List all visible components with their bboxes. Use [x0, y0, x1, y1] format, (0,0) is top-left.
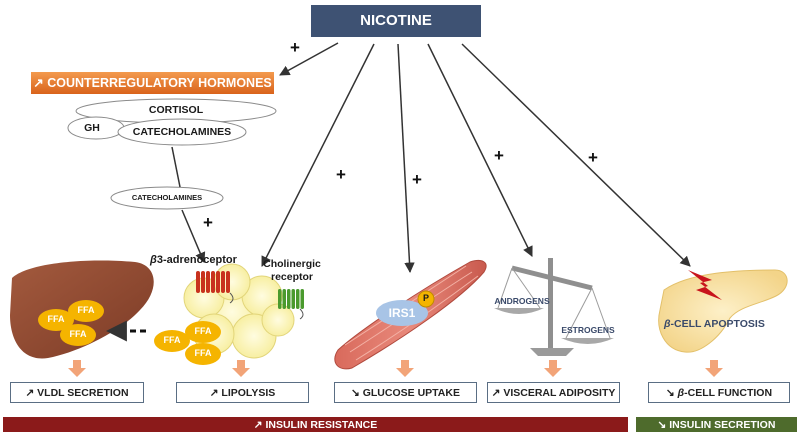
- ffa-liver-2: [68, 300, 104, 322]
- beta-function-greek: β: [677, 386, 685, 399]
- arrow-to-beta-receptor: [181, 209, 206, 263]
- down-arrow-visceral: [544, 360, 562, 377]
- ffa-adipose-1: [154, 330, 190, 352]
- phospho-label: P: [422, 293, 429, 303]
- arrow-to-pancreas: [461, 43, 691, 267]
- ffa-adipose-label-3: FFA: [194, 348, 212, 358]
- lightning-icon: [688, 270, 722, 300]
- balance-scale-image: [494, 258, 614, 356]
- gh-label: GH: [84, 122, 100, 134]
- beta3-greek: β: [150, 254, 157, 266]
- beta3-receptor-label: β3-adrenoceptor: [150, 254, 237, 266]
- nicotine-box: [311, 5, 481, 37]
- cortisol-label: CORTISOL: [148, 104, 204, 116]
- down-arrow-glucose: [396, 360, 414, 377]
- beta3-text: 3-adrenoceptor: [156, 254, 237, 266]
- outcome-lipolysis: ↗ LIPOLYSIS: [176, 382, 309, 403]
- ffa-adipose-label-1: FFA: [163, 335, 181, 345]
- beta3-receptor-icon: [196, 271, 234, 304]
- catecholamines-small-label: CATECHOLAMINES: [131, 193, 203, 202]
- cholinergic-line2: receptor: [270, 271, 313, 283]
- hormones-header-box: [31, 72, 274, 94]
- arrow-to-hormones: [279, 42, 339, 76]
- phospho-circle: [417, 290, 435, 308]
- ffa-liver-label-1: FFA: [47, 314, 65, 324]
- arrow-to-adipose: [261, 43, 375, 267]
- ffa-liver-3: [60, 324, 96, 346]
- cholinergic-line1: Cholinergic: [263, 258, 321, 270]
- outcome-visceral-adiposity: ↗ VISCERAL ADIPOSITY: [487, 382, 620, 403]
- cholinergic-receptor-icon: [278, 289, 304, 320]
- beta-function-arrow: ↘: [665, 386, 678, 399]
- ffa-adipose-label-2: FFA: [194, 326, 212, 336]
- plus-sign-muscle: +: [412, 170, 422, 189]
- down-arrow-vldl: [68, 360, 86, 377]
- catecholamine-line: [171, 146, 181, 188]
- plus-sign-catecholamines: +: [203, 213, 213, 232]
- down-arrow-beta: [705, 360, 723, 377]
- plus-sign-pancreas: +: [588, 148, 598, 167]
- insulin-resistance-bar: ↗ INSULIN RESISTANCE: [3, 417, 628, 432]
- arrow-to-muscle: [397, 43, 415, 274]
- arrow-to-scale: [427, 43, 533, 257]
- beta-cell-apoptosis-label: β-CELL APOPTOSIS: [664, 318, 765, 330]
- cholinergic-receptor-label: Cholinergic receptor: [262, 258, 322, 284]
- ffa-liver-label-2: FFA: [77, 305, 95, 315]
- nicotine-label: NICOTINE: [360, 12, 432, 29]
- apoptosis-greek: β: [664, 318, 671, 330]
- outcome-vldl-secretion: ↗ VLDL SECRETION: [10, 382, 144, 403]
- down-arrow-lipolysis: [232, 360, 250, 377]
- androgens-label: ANDROGENS: [494, 296, 550, 306]
- apoptosis-text: -CELL APOPTOSIS: [670, 318, 765, 330]
- estrogens-label: ESTROGENS: [561, 325, 615, 335]
- plus-sign-visceral: +: [494, 146, 504, 165]
- irs1-oval: [376, 300, 428, 326]
- catecholamines-small-oval: [110, 186, 224, 210]
- plus-sign-adipose: +: [336, 165, 346, 184]
- catecholamines-oval: [117, 118, 247, 146]
- ffa-liver-label-3: FFA: [69, 329, 87, 339]
- irs1-label: IRS1: [388, 306, 416, 320]
- ffa-adipose-2: [185, 321, 221, 343]
- catecholamines-label: CATECHOLAMINES: [132, 126, 232, 138]
- outcome-beta-cell-function: ↘ β-CELL FUNCTION: [648, 382, 790, 403]
- ffa-liver-1: [38, 309, 74, 331]
- pancreas-image: [658, 269, 788, 353]
- beta-function-text: -CELL FUNCTION: [684, 386, 773, 399]
- hormones-header-label: ↗ COUNTERREGULATORY HORMONES: [33, 76, 272, 90]
- outcome-glucose-uptake: ↘ GLUCOSE UPTAKE: [334, 382, 477, 403]
- ffa-adipose-3: [185, 343, 221, 365]
- plus-sign-hormones: +: [290, 38, 300, 57]
- insulin-secretion-bar: ↘ INSULIN SECRETION: [636, 417, 797, 432]
